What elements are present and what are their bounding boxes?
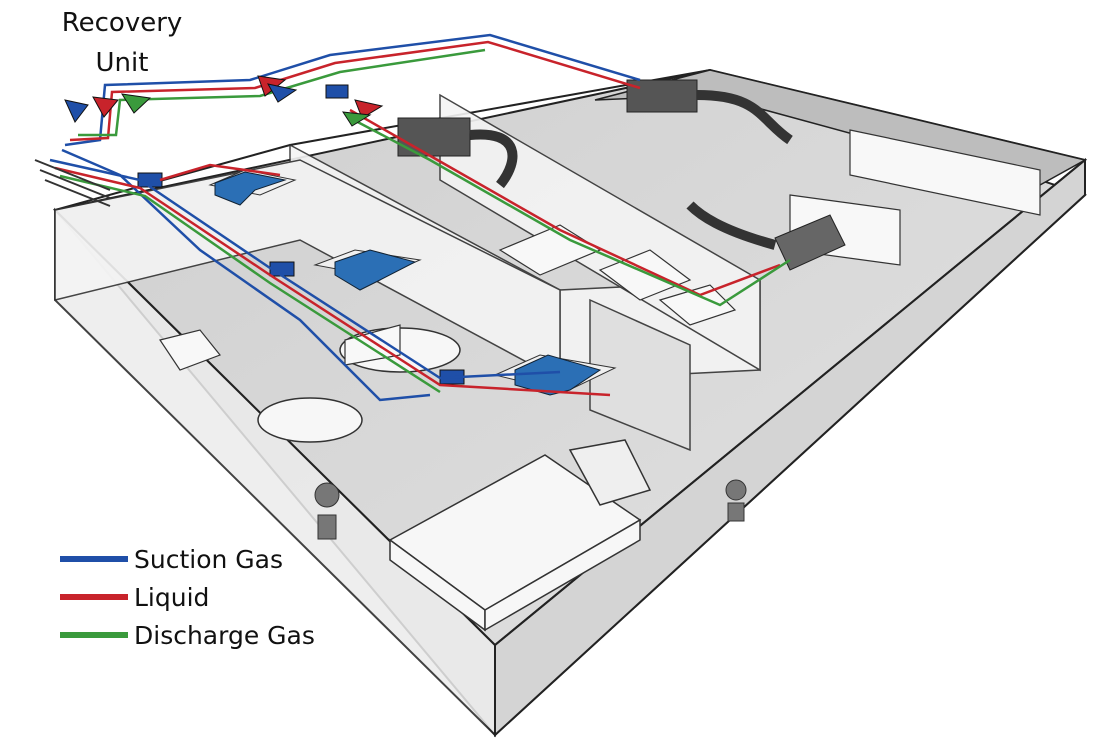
- recovery-unit-manifold: [34, 159, 111, 207]
- legend-label: Suction Gas: [134, 544, 284, 574]
- legend-item-discharge-gas: Discharge Gas: [60, 616, 315, 654]
- legend-item-suction-gas: Suction Gas: [60, 540, 315, 578]
- legend-item-liquid: Liquid: [60, 578, 315, 616]
- suction-gas-pipe: [49, 33, 641, 402]
- ducted-unit-icon: [397, 79, 846, 271]
- legend-label: Liquid: [134, 582, 210, 612]
- cassette-unit-icon: [208, 169, 617, 396]
- liquid-pipe: [54, 40, 781, 397]
- recovery-unit-title-line2: Unit: [95, 48, 149, 78]
- recovery-unit-title-line1: Recovery: [61, 8, 183, 38]
- valve-triangle-icon: [64, 75, 384, 127]
- legend-swatch-liquid: [60, 594, 128, 600]
- legend-swatch-discharge: [60, 632, 128, 638]
- conference-table: [257, 327, 652, 632]
- legend-label: Discharge Gas: [134, 620, 315, 650]
- plant-icon: [314, 479, 747, 540]
- legend-swatch-suction: [60, 556, 128, 562]
- legend: Suction Gas Liquid Discharge Gas: [60, 540, 315, 654]
